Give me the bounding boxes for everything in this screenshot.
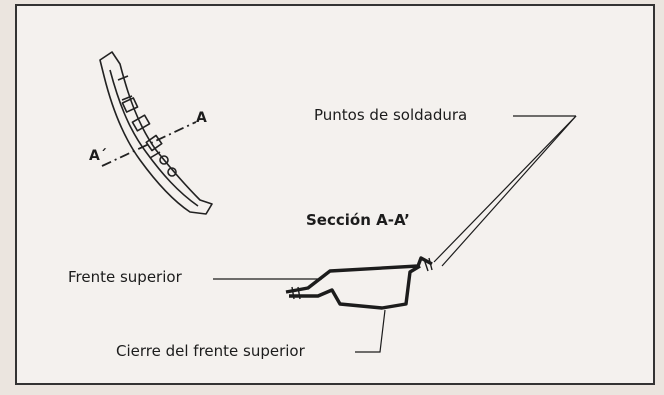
part-pocket-2 bbox=[131, 114, 151, 132]
weld-mark-left bbox=[291, 286, 301, 300]
leader-lines bbox=[213, 115, 577, 353]
label-section-a-prime: A´ bbox=[89, 148, 107, 164]
label-section-a: A bbox=[196, 110, 207, 126]
label-section: Sección A-A’ bbox=[306, 211, 410, 229]
part-outline bbox=[99, 51, 213, 215]
label-closure: Cierre del frente superior bbox=[116, 342, 305, 360]
part-hole-1 bbox=[159, 155, 169, 165]
section-line bbox=[101, 121, 197, 167]
leader-welds-second bbox=[441, 115, 577, 267]
part-pocket-1 bbox=[121, 97, 139, 113]
part-ridge bbox=[109, 69, 199, 207]
part-flange bbox=[117, 75, 161, 159]
profile-closure bbox=[289, 264, 421, 310]
leader-closure bbox=[355, 309, 386, 353]
label-welds: Puntos de soldadura bbox=[314, 106, 468, 124]
leader-welds-to-right-weld bbox=[433, 115, 577, 263]
profile-front-upper bbox=[285, 256, 433, 294]
label-front-upper: Frente superior bbox=[68, 268, 182, 286]
part-hole-2 bbox=[167, 167, 177, 177]
part-sketch bbox=[99, 51, 213, 215]
weld-mark-right bbox=[423, 257, 433, 272]
section-profile bbox=[285, 256, 433, 310]
